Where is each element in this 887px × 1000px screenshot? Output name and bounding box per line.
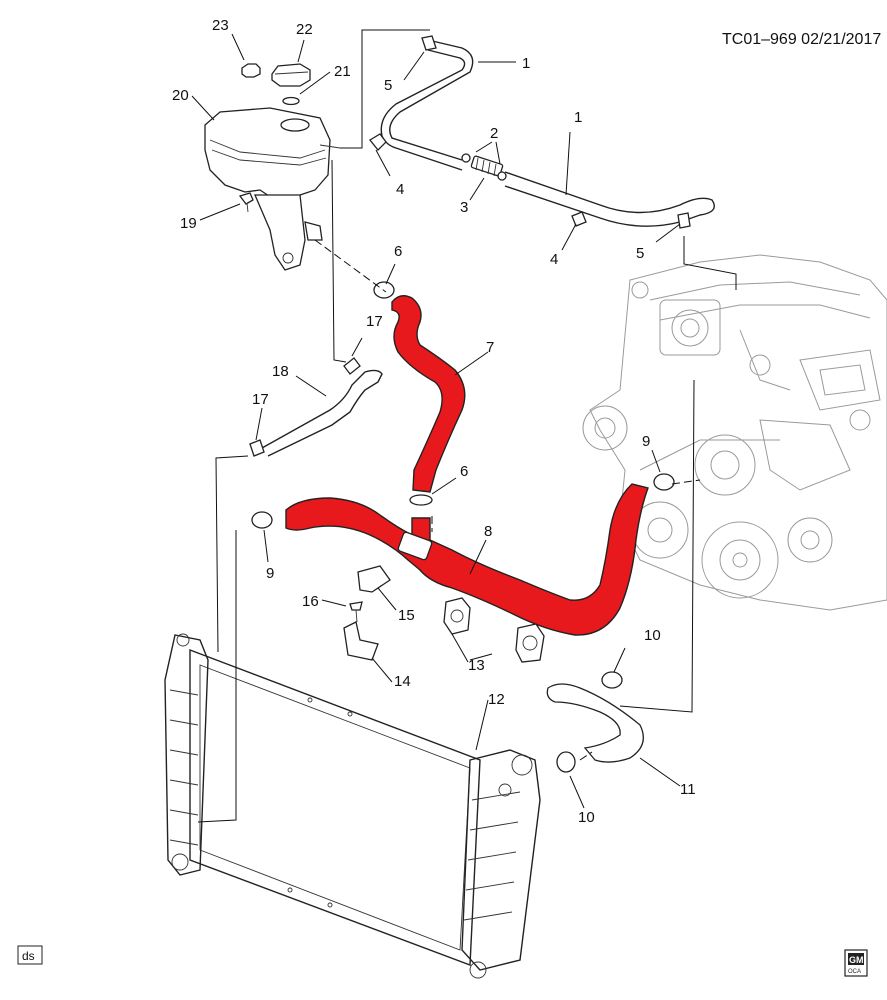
lower-hose [546, 683, 644, 763]
hose-connector [461, 153, 507, 181]
gm-logo: GM OCA [844, 949, 868, 977]
hose-tee [397, 531, 433, 561]
svg-text:ds: ds [22, 949, 35, 963]
callout-2: 2 [490, 125, 498, 142]
callout-5: 5 [384, 77, 392, 94]
callout-6: 6 [460, 463, 468, 480]
reservoir-cap [271, 63, 311, 87]
coolant-reservoir [204, 107, 341, 271]
callout-3: 3 [460, 199, 468, 216]
callout-5: 5 [636, 245, 644, 262]
hose-bracket [443, 597, 545, 663]
callout-17: 17 [252, 391, 269, 408]
callout-12: 12 [488, 691, 505, 708]
callout-17: 17 [366, 313, 383, 330]
vent-hose [249, 357, 383, 457]
nut [241, 63, 261, 78]
callout-9: 9 [266, 565, 274, 582]
push-pin [349, 601, 363, 623]
callout-19: 19 [180, 215, 197, 232]
hose-clip [369, 133, 587, 227]
callout-4: 4 [550, 251, 558, 268]
callout-10: 10 [644, 627, 661, 644]
callout-22: 22 [296, 21, 313, 38]
upper-radiator-hose [391, 295, 466, 493]
callout-4: 4 [396, 181, 404, 198]
callout-15: 15 [398, 607, 415, 624]
callout-14: 14 [394, 673, 411, 690]
callout-13: 13 [468, 657, 485, 674]
insulator [343, 565, 391, 661]
callout-18: 18 [272, 363, 289, 380]
callout-11: 11 [680, 781, 696, 798]
callout-9: 9 [642, 433, 650, 450]
callout-1: 1 [522, 55, 530, 72]
diagram-code: TC01–969 02/21/2017 [722, 31, 881, 48]
callout-23: 23 [212, 17, 229, 34]
callout-1: 1 [574, 109, 582, 126]
callout-6: 6 [394, 243, 402, 260]
callout-7: 7 [486, 339, 494, 356]
callout-20: 20 [172, 87, 189, 104]
callout-labels: 1 1 2 3 4 4 5 5 6 6 7 8 9 9 10 10 11 12 … [172, 17, 696, 826]
svg-text:OCA: OCA [848, 969, 861, 975]
callout-10: 10 [578, 809, 595, 826]
cap-seal [282, 96, 300, 106]
callout-8: 8 [484, 523, 492, 540]
callout-16: 16 [302, 593, 319, 610]
leader-lines [191, 29, 737, 823]
svg-text:GM: GM [849, 955, 864, 965]
radiator [164, 633, 541, 979]
engine-illustration [582, 254, 887, 611]
ds-tag: ds [17, 945, 43, 965]
bypass-hose [380, 35, 715, 229]
callout-21: 21 [334, 63, 351, 80]
reservoir-bolt [238, 192, 254, 213]
